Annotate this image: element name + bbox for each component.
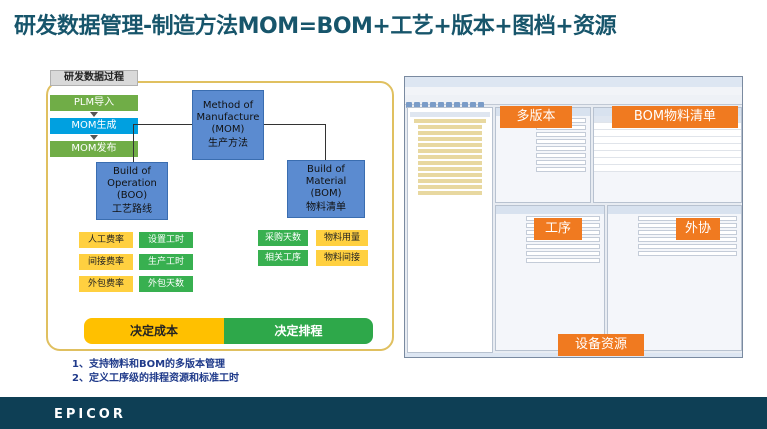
connector-line xyxy=(133,124,134,162)
toolbar-icon xyxy=(438,102,444,108)
diagram-frame xyxy=(46,81,394,351)
bom-label-1: Build of Material xyxy=(305,164,347,187)
tag-labor-rate: 人工费率 xyxy=(79,232,133,248)
notes: 1、支持物料和BOM的多版本管理 2、定义工序级的排程资源和标准工时 xyxy=(72,358,239,386)
page-title: 研发数据管理-制造方法MOM=BOM+工艺+版本+图档+资源 xyxy=(14,14,617,39)
toolbar-icon xyxy=(470,102,476,108)
bom-label-cn: 物料清单 xyxy=(306,202,346,213)
boo-box: Build of Operation (BOO) 工艺路线 xyxy=(96,162,168,220)
note-2: 2、定义工序级的排程资源和标准工时 xyxy=(72,373,239,384)
toolbar-icon xyxy=(478,102,484,108)
epicor-logo: EPICOR xyxy=(54,407,126,422)
tag-production-hours: 生产工时 xyxy=(139,254,193,270)
boo-label-cn: 工艺路线 xyxy=(112,204,152,215)
footer-bar xyxy=(0,397,767,429)
tag-related-operation: 相关工序 xyxy=(258,250,308,266)
tag-material-qty: 物料用量 xyxy=(316,230,368,246)
subcontract-pane xyxy=(607,205,742,351)
tag-outsource-rate: 外包费率 xyxy=(79,276,133,292)
schedule-bar: 决定排程 xyxy=(224,318,373,344)
callout-operation: 工序 xyxy=(534,218,582,240)
note-1: 1、支持物料和BOM的多版本管理 xyxy=(72,359,226,370)
toolbar-icon xyxy=(422,102,428,108)
connector-line xyxy=(133,124,192,125)
step-plm-import: PLM导入 xyxy=(50,95,138,111)
connector-line xyxy=(264,124,326,125)
tag-material-indirect: 物料间接 xyxy=(316,250,368,266)
toolbar-icon xyxy=(462,102,468,108)
step-arrow-icon xyxy=(90,135,98,140)
toolbar-icon xyxy=(406,102,412,108)
callout-multi-version: 多版本 xyxy=(500,106,572,128)
toolbar-icon xyxy=(414,102,420,108)
toolbar-icon xyxy=(430,102,436,108)
mom-label-3: (MOM) xyxy=(211,124,245,135)
tag-outsource-days: 外包天数 xyxy=(139,276,193,292)
callout-subcontract: 外协 xyxy=(676,218,720,240)
bom-box: Build of Material (BOM) 物料清单 xyxy=(287,160,365,218)
window-titlebar xyxy=(405,77,742,87)
tree-panel xyxy=(407,107,493,353)
tag-purchase-days: 采购天数 xyxy=(258,230,308,246)
boo-label-1: Build of xyxy=(113,166,151,177)
boo-label-3: (BOO) xyxy=(116,190,148,201)
tag-setup-hours: 设置工时 xyxy=(139,232,193,248)
boo-label-2: Operation xyxy=(107,178,157,189)
window-toolbar xyxy=(405,95,742,108)
mom-label-cn: 生产方法 xyxy=(208,138,248,149)
process-title: 研发数据过程 xyxy=(50,70,138,86)
callout-bom-list: BOM物料清单 xyxy=(612,106,738,128)
toolbar-icon xyxy=(454,102,460,108)
tag-indirect-rate: 间接费率 xyxy=(79,254,133,270)
callout-equipment: 设备资源 xyxy=(558,334,644,356)
window-menubar xyxy=(405,87,742,95)
mom-box: Method of Manufacture (MOM) 生产方法 xyxy=(192,90,264,160)
connector-line xyxy=(325,124,326,160)
bom-label-2: (BOM) xyxy=(310,188,342,199)
step-mom-publish: MOM发布 xyxy=(50,141,138,157)
step-mom-generate: MOM生成 xyxy=(50,118,138,134)
toolbar-icon xyxy=(446,102,452,108)
mom-label-1: Method of xyxy=(202,100,254,111)
step-arrow-icon xyxy=(90,112,98,117)
mom-label-2: Manufacture xyxy=(196,112,260,123)
cost-bar: 决定成本 xyxy=(84,318,224,344)
embedded-screenshot xyxy=(404,76,743,358)
